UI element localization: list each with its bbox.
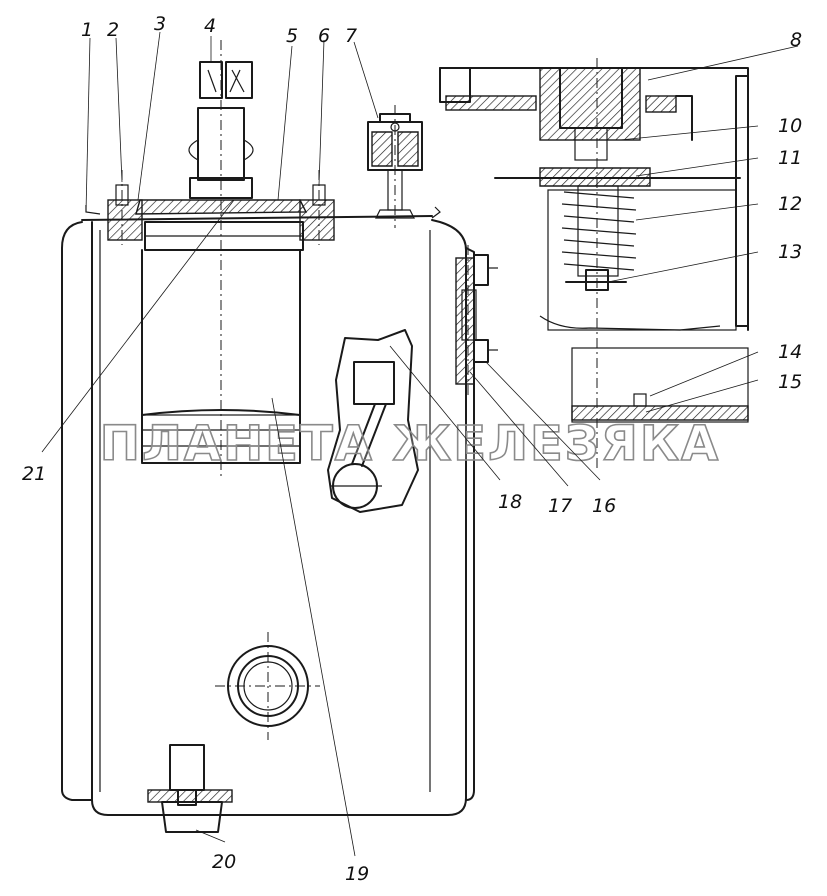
- callout-21: 21: [22, 463, 46, 485]
- callout-7: 7: [345, 25, 357, 47]
- callout-16: 16: [592, 495, 616, 517]
- tank-body: [61, 205, 475, 816]
- callout-12: 12: [778, 193, 802, 215]
- callout-5: 5: [286, 25, 298, 47]
- callout-10: 10: [778, 115, 802, 137]
- level-sensor-cutout: [327, 329, 419, 513]
- watermark: ПЛАНЕТА ЖЕЛЕЗЯКА: [100, 416, 720, 472]
- callout-4: 4: [204, 15, 216, 37]
- callout-17: 17: [548, 495, 572, 517]
- drain-plug: [147, 632, 320, 833]
- callout-3: 3: [154, 13, 166, 35]
- leader-lines: [41, 31, 799, 857]
- callout-8: 8: [790, 29, 802, 51]
- callout-20: 20: [212, 851, 236, 873]
- vent-valve: [367, 105, 423, 228]
- strainer: [141, 221, 304, 464]
- side-flange: [455, 245, 498, 395]
- callout-1: 1: [81, 19, 93, 41]
- callout-2: 2: [107, 19, 119, 41]
- callout-11: 11: [778, 147, 802, 169]
- callout-14: 14: [778, 341, 802, 363]
- callout-18: 18: [498, 491, 522, 513]
- callout-6: 6: [318, 25, 330, 47]
- callout-13: 13: [778, 241, 802, 263]
- callout-labels: 1 2 3 4 5 6 7 8 10 11 12 13 14 15 16 17 …: [22, 13, 802, 885]
- callout-19: 19: [345, 863, 369, 885]
- filler-assembly: [107, 40, 335, 480]
- valve-detail: [439, 58, 749, 470]
- callout-15: 15: [778, 371, 802, 393]
